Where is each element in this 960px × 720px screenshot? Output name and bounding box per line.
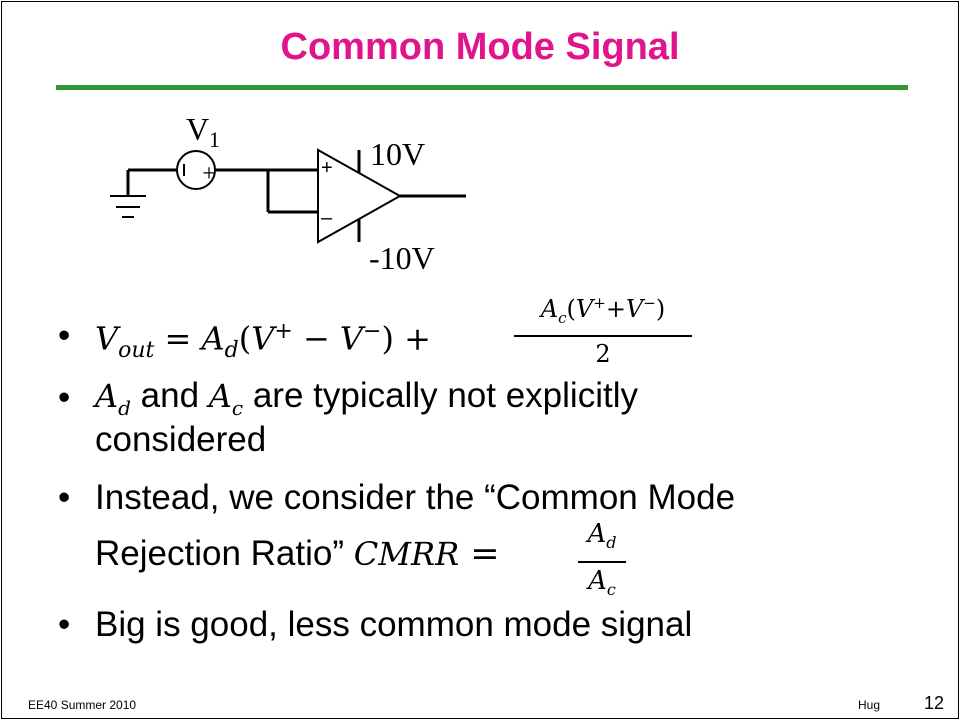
bullet-4-text: Big is good, less common mode signal bbox=[95, 605, 693, 644]
positive-supply-label: 10V bbox=[370, 136, 425, 172]
bullet-1-fraction: Ac(V++V−) 2 bbox=[514, 286, 692, 371]
opamp-circuit-diagram: + V 1 + – 10V -10V bbox=[110, 111, 466, 276]
bullet-3-marker: • bbox=[58, 478, 71, 517]
source-plus-mark: + bbox=[202, 161, 216, 187]
source-label: V bbox=[186, 111, 209, 147]
cmrr-denominator: Ac bbox=[578, 561, 626, 608]
cmrr-numerator: Ad bbox=[587, 519, 617, 553]
bullet-1-equation: Vout = Ad(V+ − V−) + bbox=[95, 319, 431, 364]
page-number: 12 bbox=[924, 693, 945, 713]
footer-course: EE40 Summer 2010 bbox=[28, 698, 137, 712]
cmrr-fraction: Ad Ac bbox=[578, 516, 626, 608]
opamp-minus-input: – bbox=[321, 207, 333, 229]
bullet-1-marker: • bbox=[58, 316, 71, 355]
bullet-3-line-1: Instead, we consider the “Common Mode bbox=[95, 478, 736, 517]
bullet-3-line-2: Rejection Ratio” CMRR = bbox=[95, 534, 500, 574]
source-label-subscript: 1 bbox=[209, 127, 220, 152]
footer-author: Hug bbox=[858, 698, 881, 712]
bullet-4-marker: • bbox=[58, 605, 71, 644]
bullet-1-denominator: 2 bbox=[514, 334, 692, 371]
bullet-2-line-1: Ad and Ac are typically not explicitly bbox=[95, 376, 638, 420]
bullet-2-line-2: considered bbox=[95, 420, 267, 459]
opamp-plus-input: + bbox=[321, 157, 333, 179]
slide-title: Common Mode Signal bbox=[280, 26, 680, 68]
title-underline bbox=[56, 85, 908, 90]
negative-supply-label: -10V bbox=[369, 240, 435, 276]
bullet-1-numerator: Ac(V++V−) bbox=[540, 294, 666, 327]
bullet-2-marker: • bbox=[58, 378, 71, 417]
